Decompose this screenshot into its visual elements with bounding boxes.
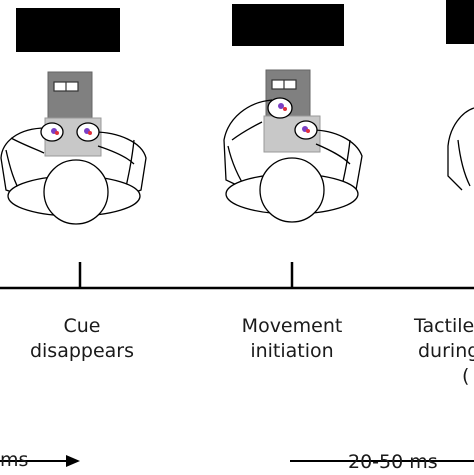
event-label-cue-disappears: Cue disappears	[12, 314, 152, 364]
redacted-block-2	[232, 4, 344, 46]
scene-tactile-during	[447, 107, 474, 191]
timing-label-right: 20-50 ms	[348, 451, 438, 473]
event-label-line: Movement	[241, 315, 343, 337]
cue-box	[47, 71, 93, 119]
left-arm-raised	[223, 99, 273, 197]
event-label-tactile-during: Tactile during (	[414, 314, 474, 389]
event-label-line: (	[462, 365, 470, 387]
event-label-line: Cue	[63, 315, 101, 337]
event-label-line: Tactile	[414, 315, 474, 337]
left-arm	[0, 127, 47, 201]
event-label-line: initiation	[250, 340, 334, 362]
scene-movement-initiation	[223, 69, 363, 223]
scene-cue-disappears	[0, 71, 147, 225]
event-label-line: disappears	[29, 340, 135, 362]
head	[259, 157, 325, 223]
head	[43, 159, 109, 225]
timing-label-left: ms	[0, 449, 29, 471]
event-label-movement-initiation: Movement initiation	[222, 314, 362, 364]
event-label-line: during	[418, 340, 474, 362]
left-arm-cropped	[447, 107, 474, 191]
redacted-block-3	[446, 0, 474, 44]
redacted-block-1	[16, 8, 120, 52]
